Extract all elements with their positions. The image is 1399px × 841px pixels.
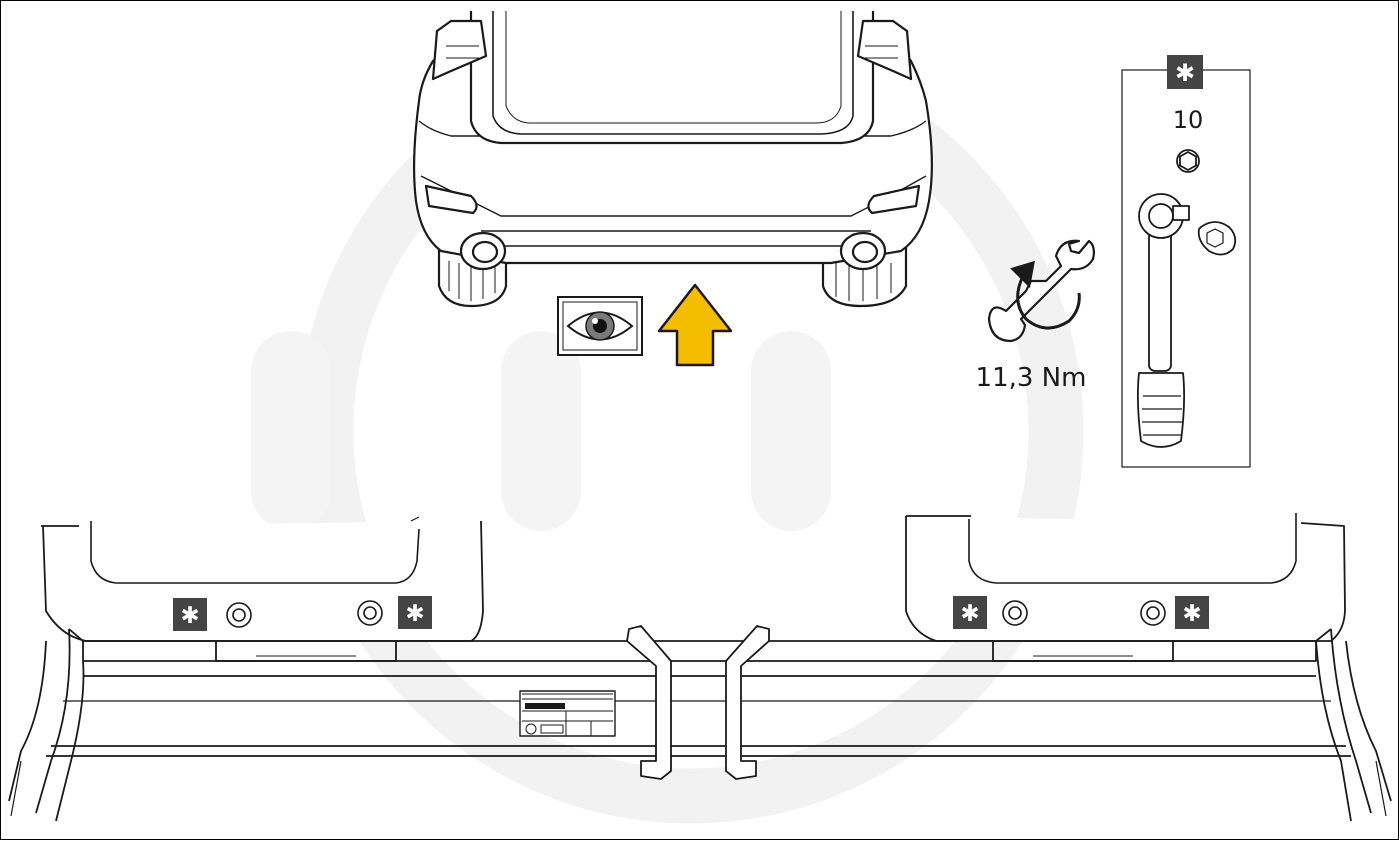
svg-text:✱: ✱ — [1175, 59, 1195, 87]
bolt-right-1 — [1002, 600, 1028, 626]
badge-left-1: ✱ — [173, 598, 207, 631]
eye-icon — [557, 296, 643, 356]
car-rear — [412, 11, 933, 308]
badge-right-2: ✱ — [1175, 596, 1209, 629]
svg-text:✱: ✱ — [180, 603, 199, 629]
svg-text:✱: ✱ — [1182, 601, 1201, 627]
svg-text:✱: ✱ — [960, 601, 979, 627]
svg-text:✱: ✱ — [405, 601, 424, 627]
torque-label: 11,3 Nm — [976, 363, 1087, 393]
rotate-arrow-icon — [1010, 260, 1081, 330]
up-arrow-icon — [657, 283, 733, 367]
bolt-right-2 — [1140, 600, 1166, 626]
bolt-left-2 — [357, 600, 383, 626]
tool-panel-badge: ✱ — [1167, 55, 1203, 89]
hex-socket-icon — [1176, 149, 1200, 173]
wrench-icon — [987, 239, 1095, 343]
socket-size-label: 10 — [1173, 106, 1204, 134]
tool-panel: ✱ 10 — [1121, 55, 1251, 468]
torque-wrench-icon — [1136, 193, 1237, 448]
badge-left-2: ✱ — [398, 596, 432, 629]
bolt-left-1 — [226, 602, 252, 628]
badge-right-1: ✱ — [953, 596, 987, 629]
